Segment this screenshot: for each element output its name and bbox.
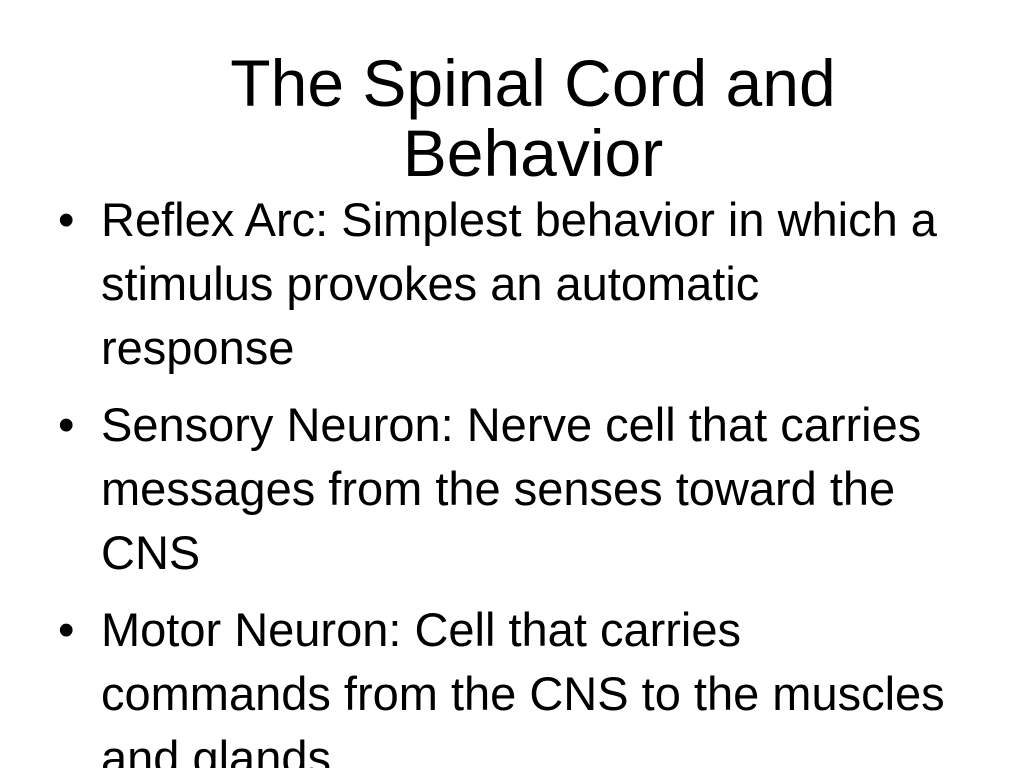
bullet-text: Sensory Neuron: Nerve cell that carries … <box>101 398 922 579</box>
bullet-item-sensory-neuron: • Sensory Neuron: Nerve cell that carrie… <box>0 393 1024 585</box>
bullet-text: Reflex Arc: Simplest behavior in which a… <box>101 193 937 374</box>
bullet-item-reflex-arc: • Reflex Arc: Simplest behavior in which… <box>0 188 1024 380</box>
slide-title: The Spinal Cord and Behavior <box>230 46 836 190</box>
bullet-text: Motor Neuron: Cell that carries commands… <box>101 603 945 768</box>
bullet-icon: • <box>58 603 75 656</box>
bullet-icon: • <box>58 398 75 451</box>
bullet-list: • Reflex Arc: Simplest behavior in which… <box>0 188 1024 768</box>
bullet-item-motor-neuron: • Motor Neuron: Cell that carries comman… <box>0 598 1024 768</box>
bullet-icon: • <box>58 193 75 246</box>
